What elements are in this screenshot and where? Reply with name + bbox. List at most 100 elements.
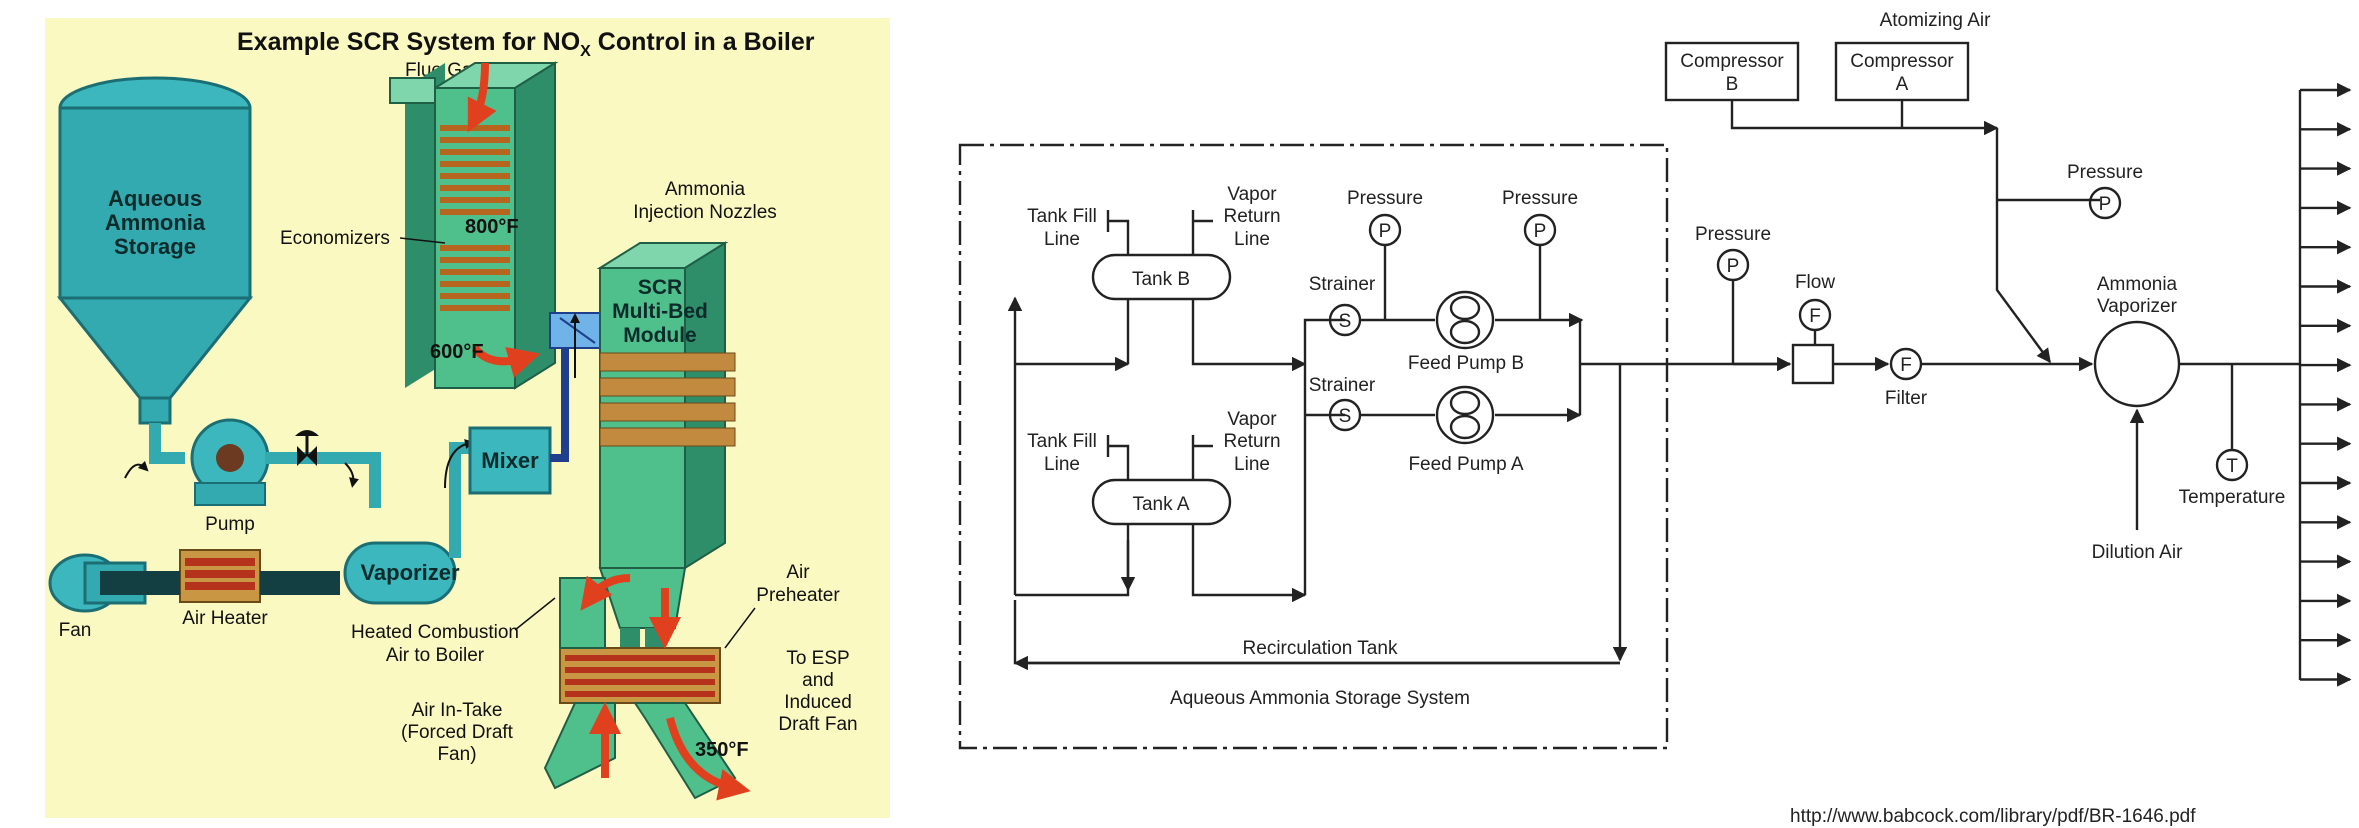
scr-illustration-panel: Example SCR System for NOX Control in a … [45, 18, 890, 818]
flow-meter-box [1793, 345, 1833, 383]
compressor-b [1666, 43, 1798, 100]
mixer-label: Mixer [481, 448, 539, 473]
flow-arrow-2 [345, 463, 353, 483]
pressure-label-1: Pressure [1347, 188, 1423, 209]
heated-air-pointer [515, 598, 555, 630]
vapor-return-a-line [1193, 435, 1213, 480]
vaporizer-label-1: Ammonia [2097, 274, 2178, 295]
feed-pump-a-lobe-1 [1451, 392, 1479, 414]
air-preheater-pointer [725, 608, 755, 648]
flow-symbol: F [1809, 306, 1821, 327]
pressure-symbol-3: P [1727, 256, 1740, 277]
pressure-gauge-2 [1525, 215, 1555, 245]
tank-b-outlet [1193, 299, 1305, 364]
feed-pump-b-label: Feed Pump B [1408, 353, 1524, 374]
atomizing-air-line [1997, 128, 2050, 362]
heated-air-label-1: Heated Combustion [351, 622, 519, 643]
flow-gauge [1800, 300, 1830, 330]
pressure-gauge-1 [1370, 215, 1400, 245]
pump-label: Pump [205, 514, 255, 535]
nozzles-label-2: Injection Nozzles [633, 202, 777, 223]
scr-label-2: Multi-Bed [612, 300, 708, 323]
pressure-gauge-3 [1718, 250, 1748, 280]
tank-fill-a-line [1108, 435, 1128, 480]
compressor-b-label-1: Compressor [1680, 51, 1784, 72]
pressure-symbol-2: P [1534, 221, 1547, 242]
vapor-return-b-label-2: Return [1223, 206, 1280, 227]
feed-pump-b-lobe-2 [1451, 321, 1479, 343]
air-intake-label-1: Air In-Take [412, 700, 503, 721]
vaporizer-label: Vaporizer [360, 560, 459, 585]
compressor-b-line [1732, 100, 1997, 128]
compressor-a-label-2: A [1896, 74, 1909, 95]
tank-to-pump-pipe [155, 423, 185, 458]
temperature-gauge [2217, 450, 2247, 480]
air-heater [180, 550, 260, 602]
heated-air-label-2: Air to Boiler [386, 645, 485, 666]
temp-600-label: 600°F [430, 341, 484, 363]
dilution-air-label: Dilution Air [2092, 542, 2183, 563]
to-esp-label-3: Induced [784, 692, 852, 713]
pressure-label-3: Pressure [1695, 224, 1771, 245]
tank-fill-a-label-2: Line [1044, 454, 1080, 475]
air-preheater-label-1: Air [786, 562, 810, 583]
pressure-label-4: Pressure [2067, 162, 2143, 183]
storage-system-boundary [960, 145, 1667, 748]
economizers-label: Economizers [280, 228, 390, 249]
vaporizer-label-2: Vaporizer [2097, 296, 2178, 317]
tank-b [1093, 255, 1230, 299]
fan-label: Fan [59, 620, 92, 641]
filter-label: Filter [1885, 388, 1928, 409]
feed-pump-b-lobe-1 [1451, 297, 1479, 319]
pressure-label-2: Pressure [1502, 188, 1578, 209]
scr-title: Example SCR System for NOX Control in a … [237, 28, 815, 60]
air-preheater-label-2: Preheater [756, 585, 840, 606]
feed-pump-b [1437, 292, 1493, 348]
to-esp-label-2: and [802, 670, 834, 691]
compressor-a-label-1: Compressor [1850, 51, 1954, 72]
temperature-symbol: T [2226, 456, 2238, 477]
to-esp-label-1: To ESP [786, 648, 849, 669]
scr-label-1: SCR [638, 276, 682, 299]
pressure-symbol-1: P [1379, 221, 1392, 242]
tank-fill-b-label-2: Line [1044, 229, 1080, 250]
tank-fill-a-label-1: Tank Fill [1027, 431, 1097, 452]
ammonia-vaporizer [2095, 322, 2179, 406]
strainer-b-label: Strainer [1309, 274, 1376, 295]
tank-a-outlet [1193, 524, 1305, 595]
air-intake-label-2: (Forced Draft [401, 722, 514, 743]
feed-pump-a [1437, 387, 1493, 443]
tank-a [1093, 480, 1230, 524]
vapor-return-b-line [1193, 210, 1213, 255]
to-esp-label-4: Draft Fan [778, 714, 857, 735]
recirculation-tank-label: Recirculation Tank [1243, 638, 1398, 659]
scr-illustration: Example SCR System for NOX Control in a … [45, 18, 890, 818]
storage-label-3: Storage [114, 234, 196, 259]
atomizing-air-label: Atomizing Air [1880, 10, 1992, 31]
tank-a-label: Tank A [1132, 494, 1189, 515]
air-heater-label: Air Heater [182, 608, 268, 629]
strainer-a-label: Strainer [1309, 375, 1376, 396]
strainer-a-symbol: S [1339, 406, 1352, 427]
vapor-return-b-label-1: Vapor [1227, 184, 1277, 205]
pressure-gauge-4 [2090, 188, 2120, 218]
tank-a-inlet [1015, 524, 1128, 595]
vapor-return-a-label-3: Line [1234, 454, 1270, 475]
pump-header [1305, 320, 1345, 595]
duct-1 [160, 571, 180, 595]
vapor-return-a-label-2: Return [1223, 431, 1280, 452]
recirculation-return [1015, 600, 1620, 663]
feed-pump-a-lobe-2 [1451, 416, 1479, 438]
strainer-b [1330, 305, 1360, 335]
pressure-symbol-4: P [2099, 194, 2112, 215]
compressor-b-label-2: B [1726, 74, 1739, 95]
tank-fill-b-label-1: Tank Fill [1027, 206, 1097, 227]
vapor-return-a-label-1: Vapor [1227, 409, 1277, 430]
storage-label-1: Aqueous [108, 186, 202, 211]
vapor-return-b-label-3: Line [1234, 229, 1270, 250]
feed-pump-a-label: Feed Pump A [1408, 454, 1523, 475]
storage-label-2: Ammonia [105, 210, 206, 235]
strainer-b-symbol: S [1339, 311, 1352, 332]
flow-label: Flow [1795, 272, 1835, 293]
compressor-a [1836, 43, 1968, 100]
